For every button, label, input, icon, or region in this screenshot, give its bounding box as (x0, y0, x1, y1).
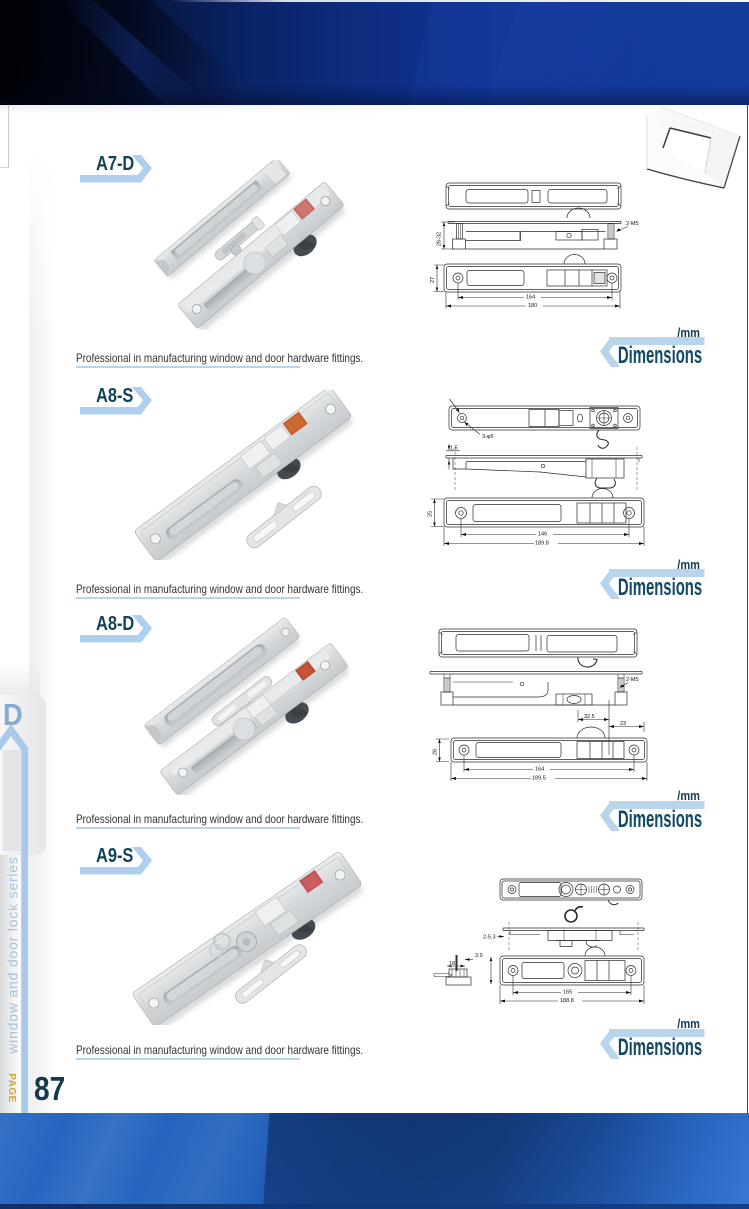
svg-text:3-φ6: 3-φ6 (482, 434, 494, 440)
svg-text:26-32: 26-32 (437, 232, 443, 246)
svg-text:180: 180 (528, 303, 537, 309)
svg-text:27: 27 (430, 277, 436, 283)
svg-text:2-M5: 2-M5 (626, 221, 639, 227)
svg-text:165: 165 (563, 990, 572, 996)
svg-text:164: 164 (526, 295, 535, 301)
svg-text:1.5: 1.5 (450, 446, 458, 452)
svg-text:26: 26 (433, 749, 439, 755)
svg-text:18: 18 (449, 961, 455, 967)
svg-text:189.5: 189.5 (532, 776, 546, 782)
svg-text:32.5: 32.5 (584, 714, 595, 720)
svg-text:189.8: 189.8 (535, 541, 549, 547)
svg-text:146: 146 (538, 532, 547, 538)
svg-text:3.9: 3.9 (475, 953, 483, 959)
svg-text:25: 25 (428, 511, 434, 517)
svg-text:2-5.3: 2-5.3 (483, 935, 496, 941)
svg-text:188.8: 188.8 (560, 998, 574, 1004)
svg-text:23: 23 (620, 721, 626, 727)
svg-text:164: 164 (535, 767, 544, 773)
svg-text:2-M5: 2-M5 (626, 677, 639, 683)
